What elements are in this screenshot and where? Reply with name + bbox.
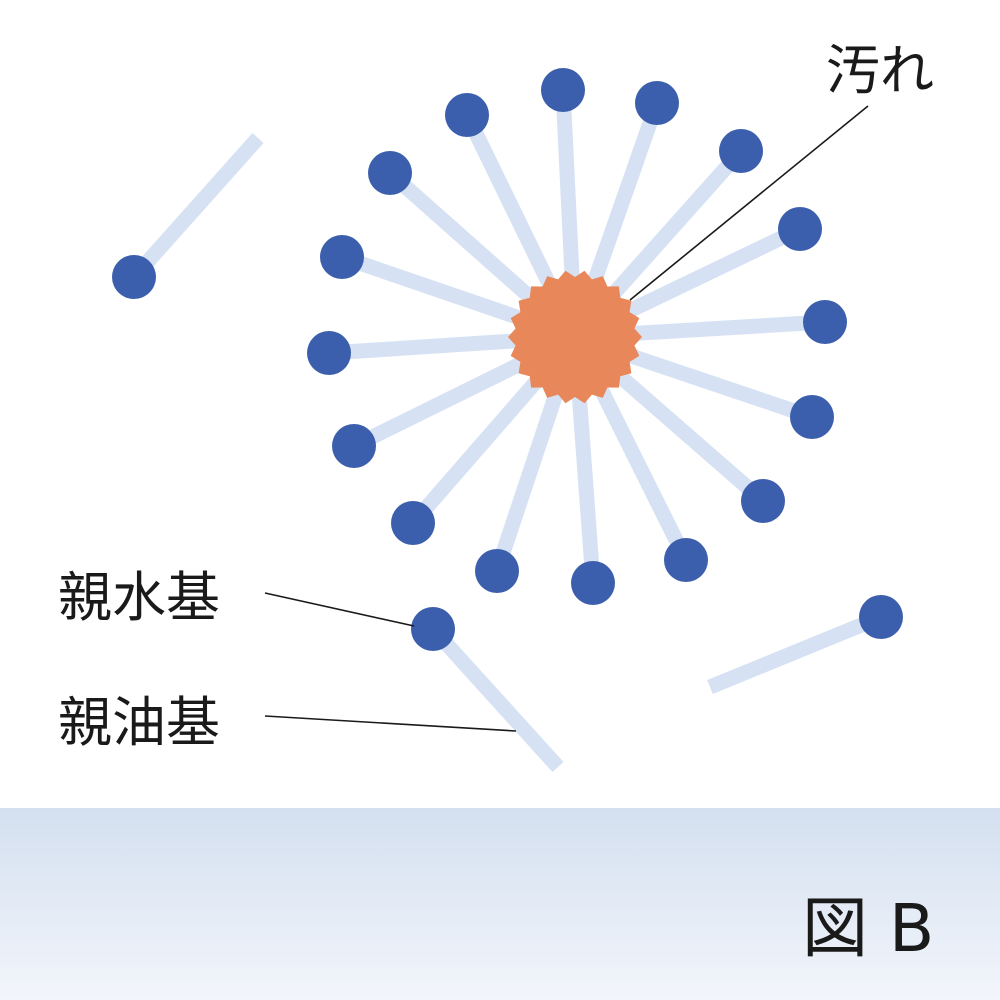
lipophilic-label: 親油基	[58, 691, 220, 754]
micelle-head	[635, 81, 679, 125]
dirt-label: 汚れ	[826, 39, 934, 102]
free-surfactant-tail-2	[427, 623, 564, 773]
micelle-head	[475, 549, 519, 593]
micelle-head	[368, 151, 412, 195]
micelle-head	[719, 129, 763, 173]
micelle-head	[664, 538, 708, 582]
micelle-head	[803, 300, 847, 344]
micelle-head	[778, 207, 822, 251]
free-surfactant-tail-3	[707, 610, 884, 694]
micelle-head	[391, 501, 435, 545]
dirt-particle	[508, 270, 642, 404]
surface-band	[0, 808, 1000, 1000]
hydrophilic-leader-line	[264, 592, 415, 627]
free-surfactant-tail-1	[128, 133, 264, 282]
micelle-heads	[307, 68, 847, 605]
micelle-head	[571, 561, 615, 605]
free-surfactant-head-3	[859, 595, 903, 639]
free-surfactant-head-2	[411, 607, 455, 651]
free-surfactants	[112, 133, 903, 773]
free-surfactant-head-1	[112, 255, 156, 299]
lipophilic-leader-line	[264, 715, 517, 732]
micelle-head	[332, 424, 376, 468]
figure-label: 図 B	[802, 890, 934, 967]
micelle-head	[320, 235, 364, 279]
hydrophilic-label: 親水基	[58, 566, 220, 629]
micelle-head	[741, 479, 785, 523]
dirt-leader-line	[629, 105, 869, 301]
micelle-head	[790, 395, 834, 439]
micelle-head	[307, 331, 351, 375]
micelle-head	[541, 68, 585, 112]
micelle-head	[445, 93, 489, 137]
